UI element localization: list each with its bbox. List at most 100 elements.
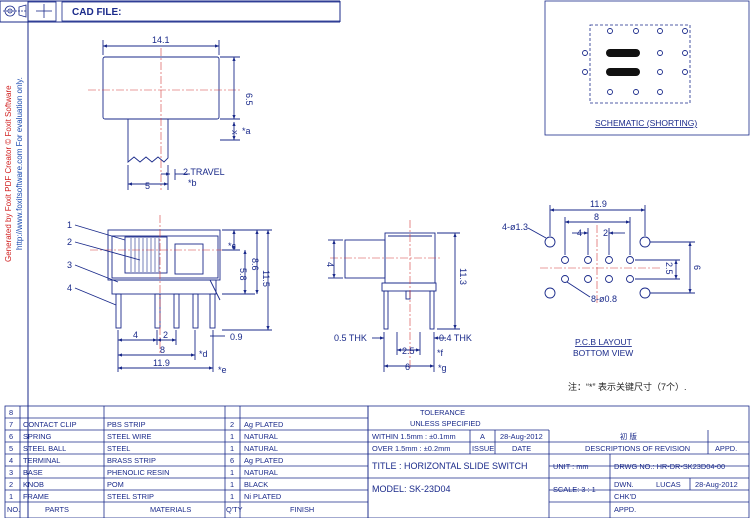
svg-text:*c: *c — [228, 241, 237, 251]
svg-text:OVER 1.5mm : ±0.2mm: OVER 1.5mm : ±0.2mm — [372, 444, 450, 453]
svg-text:X: X — [230, 130, 237, 135]
svg-text:PHENOLIC RESIN: PHENOLIC RESIN — [107, 468, 169, 477]
svg-text:*a: *a — [242, 126, 251, 136]
pcb-title: P.C.B LAYOUT — [575, 337, 632, 347]
svg-text:FINISH: FINISH — [290, 505, 314, 514]
svg-text:NATURAL: NATURAL — [244, 468, 278, 477]
watermark-line-1: Generated by Foxit PDF Creator © Foxit S… — [4, 85, 13, 262]
drawing-title: TITLE : HORIZONTAL SLIDE SWITCH — [372, 461, 528, 471]
sheet-border — [0, 0, 341, 518]
shorting-bar-bottom — [606, 68, 640, 76]
svg-text:5: 5 — [9, 444, 13, 453]
svg-text:PARTS: PARTS — [45, 505, 69, 514]
svg-text:NATURAL: NATURAL — [244, 444, 278, 453]
svg-text:APPD.: APPD. — [715, 444, 737, 453]
svg-text:UNLESS SPECIFIED: UNLESS SPECIFIED — [410, 419, 481, 428]
svg-text:3: 3 — [9, 468, 13, 477]
svg-text:5.8: 5.8 — [238, 268, 248, 281]
svg-text:PBS STRIP: PBS STRIP — [107, 420, 146, 429]
svg-text:2.5: 2.5 — [664, 262, 674, 275]
svg-text:*f: *f — [437, 348, 444, 358]
svg-text:6: 6 — [230, 456, 234, 465]
svg-text:Ag PLATED: Ag PLATED — [244, 420, 283, 429]
key-dimension-note: 注：“*” 表示关键尺寸（7个）. — [568, 381, 687, 392]
svg-text:4: 4 — [9, 456, 13, 465]
pcb-labels: 11.9 8 4 2 4-ø1.3 8-ø0.8 2.5 6 P.C.B LAY… — [502, 199, 702, 392]
svg-text:8: 8 — [594, 212, 599, 222]
svg-text:SPRING: SPRING — [23, 432, 52, 441]
schematic-panel: SCHEMATIC (SHORTING) — [544, 0, 750, 136]
svg-text:1: 1 — [230, 444, 234, 453]
evaluation-watermark: Generated by Foxit PDF Creator © Foxit S… — [4, 77, 24, 262]
svg-text:28-Aug-2012: 28-Aug-2012 — [500, 432, 543, 441]
front-view-labels: 1 2 3 4 *c 5.8 8.6 11.5 4 2 8 11.9 0.9 *… — [67, 220, 271, 375]
svg-text:11.9: 11.9 — [153, 358, 170, 368]
svg-text:4: 4 — [325, 262, 335, 267]
svg-text:11.5: 11.5 — [261, 270, 271, 287]
svg-text:A: A — [480, 432, 485, 441]
svg-text:CONTACT CLIP: CONTACT CLIP — [23, 420, 77, 429]
svg-text:ISSUE: ISSUE — [472, 444, 494, 453]
svg-text:8-ø0.8: 8-ø0.8 — [591, 294, 617, 304]
svg-text:Ni PLATED: Ni PLATED — [244, 492, 281, 501]
svg-text:WITHIN 1.5mm : ±0.1mm: WITHIN 1.5mm : ±0.1mm — [372, 432, 456, 441]
svg-text:4: 4 — [133, 330, 138, 340]
svg-text:1: 1 — [230, 480, 234, 489]
svg-text:MATERIALS: MATERIALS — [150, 505, 191, 514]
svg-text:5: 5 — [145, 181, 150, 191]
svg-text:TERMINAL: TERMINAL — [23, 456, 60, 465]
svg-text:6: 6 — [692, 265, 702, 270]
svg-text:1: 1 — [230, 432, 234, 441]
svg-text:FRAME: FRAME — [23, 492, 49, 501]
svg-text:0.5 THK: 0.5 THK — [334, 333, 367, 343]
svg-text:2 TRAVEL: 2 TRAVEL — [183, 167, 225, 177]
pcb-layout — [527, 205, 695, 305]
svg-text:STEEL STRIP: STEEL STRIP — [107, 492, 154, 501]
svg-text:*e: *e — [218, 365, 227, 375]
side-view-labels: 4 11.3 0.5 THK 0.4 THK 2.5 *f 6 *g — [325, 262, 472, 373]
svg-text:BLACK: BLACK — [244, 480, 268, 489]
svg-text:8: 8 — [160, 345, 165, 355]
title-block-text: TOLERANCE UNLESS SPECIFIED WITHIN 1.5mm … — [372, 408, 738, 514]
bom-text: 8 7 CONTACT CLIP PBS STRIP 2 Ag PLATED 6… — [7, 408, 314, 514]
svg-text:KNOB: KNOB — [23, 480, 44, 489]
svg-text:Ag PLATED: Ag PLATED — [244, 456, 283, 465]
svg-text:DRWG NO.: HR-DR-SK23D04-00: DRWG NO.: HR-DR-SK23D04-00 — [614, 462, 725, 471]
svg-text:1: 1 — [230, 492, 234, 501]
svg-text:2: 2 — [163, 330, 168, 340]
svg-text:8.6: 8.6 — [250, 258, 260, 271]
svg-text:7: 7 — [9, 420, 13, 429]
svg-text:2: 2 — [603, 228, 608, 238]
svg-text:DWN.: DWN. — [614, 480, 634, 489]
svg-text:APPD.: APPD. — [614, 505, 636, 514]
svg-text:6: 6 — [405, 362, 410, 372]
svg-text:0.9: 0.9 — [230, 332, 243, 342]
callout-4: 4 — [67, 283, 72, 293]
svg-text:*g: *g — [438, 363, 447, 373]
schematic-title: SCHEMATIC (SHORTING) — [595, 118, 697, 128]
svg-text:6.5: 6.5 — [244, 93, 254, 106]
svg-text:CHK'D: CHK'D — [614, 492, 636, 501]
svg-text:1: 1 — [230, 468, 234, 477]
svg-text:POM: POM — [107, 480, 124, 489]
svg-text:11.3: 11.3 — [458, 268, 468, 285]
svg-text:NATURAL: NATURAL — [244, 432, 278, 441]
svg-text:0.4 THK: 0.4 THK — [439, 333, 472, 343]
watermark-line-2: http://www.foxitsoftware.com For evaluat… — [15, 77, 24, 250]
svg-text:SCALE: 3 : 1: SCALE: 3 : 1 — [553, 485, 596, 494]
front-view — [74, 215, 272, 372]
shorting-bar-top — [606, 49, 640, 57]
svg-text:STEEL BALL: STEEL BALL — [23, 444, 66, 453]
projection-symbol-icon — [3, 4, 27, 18]
title-block — [367, 405, 750, 518]
svg-text:2.5: 2.5 — [402, 346, 415, 356]
svg-text:BRASS STRIP: BRASS STRIP — [107, 456, 156, 465]
svg-text:28-Aug-2012: 28-Aug-2012 — [695, 480, 738, 489]
svg-text:4: 4 — [577, 228, 582, 238]
svg-text:初 版: 初 版 — [620, 432, 637, 441]
svg-text:NO.: NO. — [7, 505, 20, 514]
svg-text:Q'TY: Q'TY — [226, 505, 243, 514]
svg-text:1: 1 — [9, 492, 13, 501]
svg-text:4-ø1.3: 4-ø1.3 — [502, 222, 528, 232]
